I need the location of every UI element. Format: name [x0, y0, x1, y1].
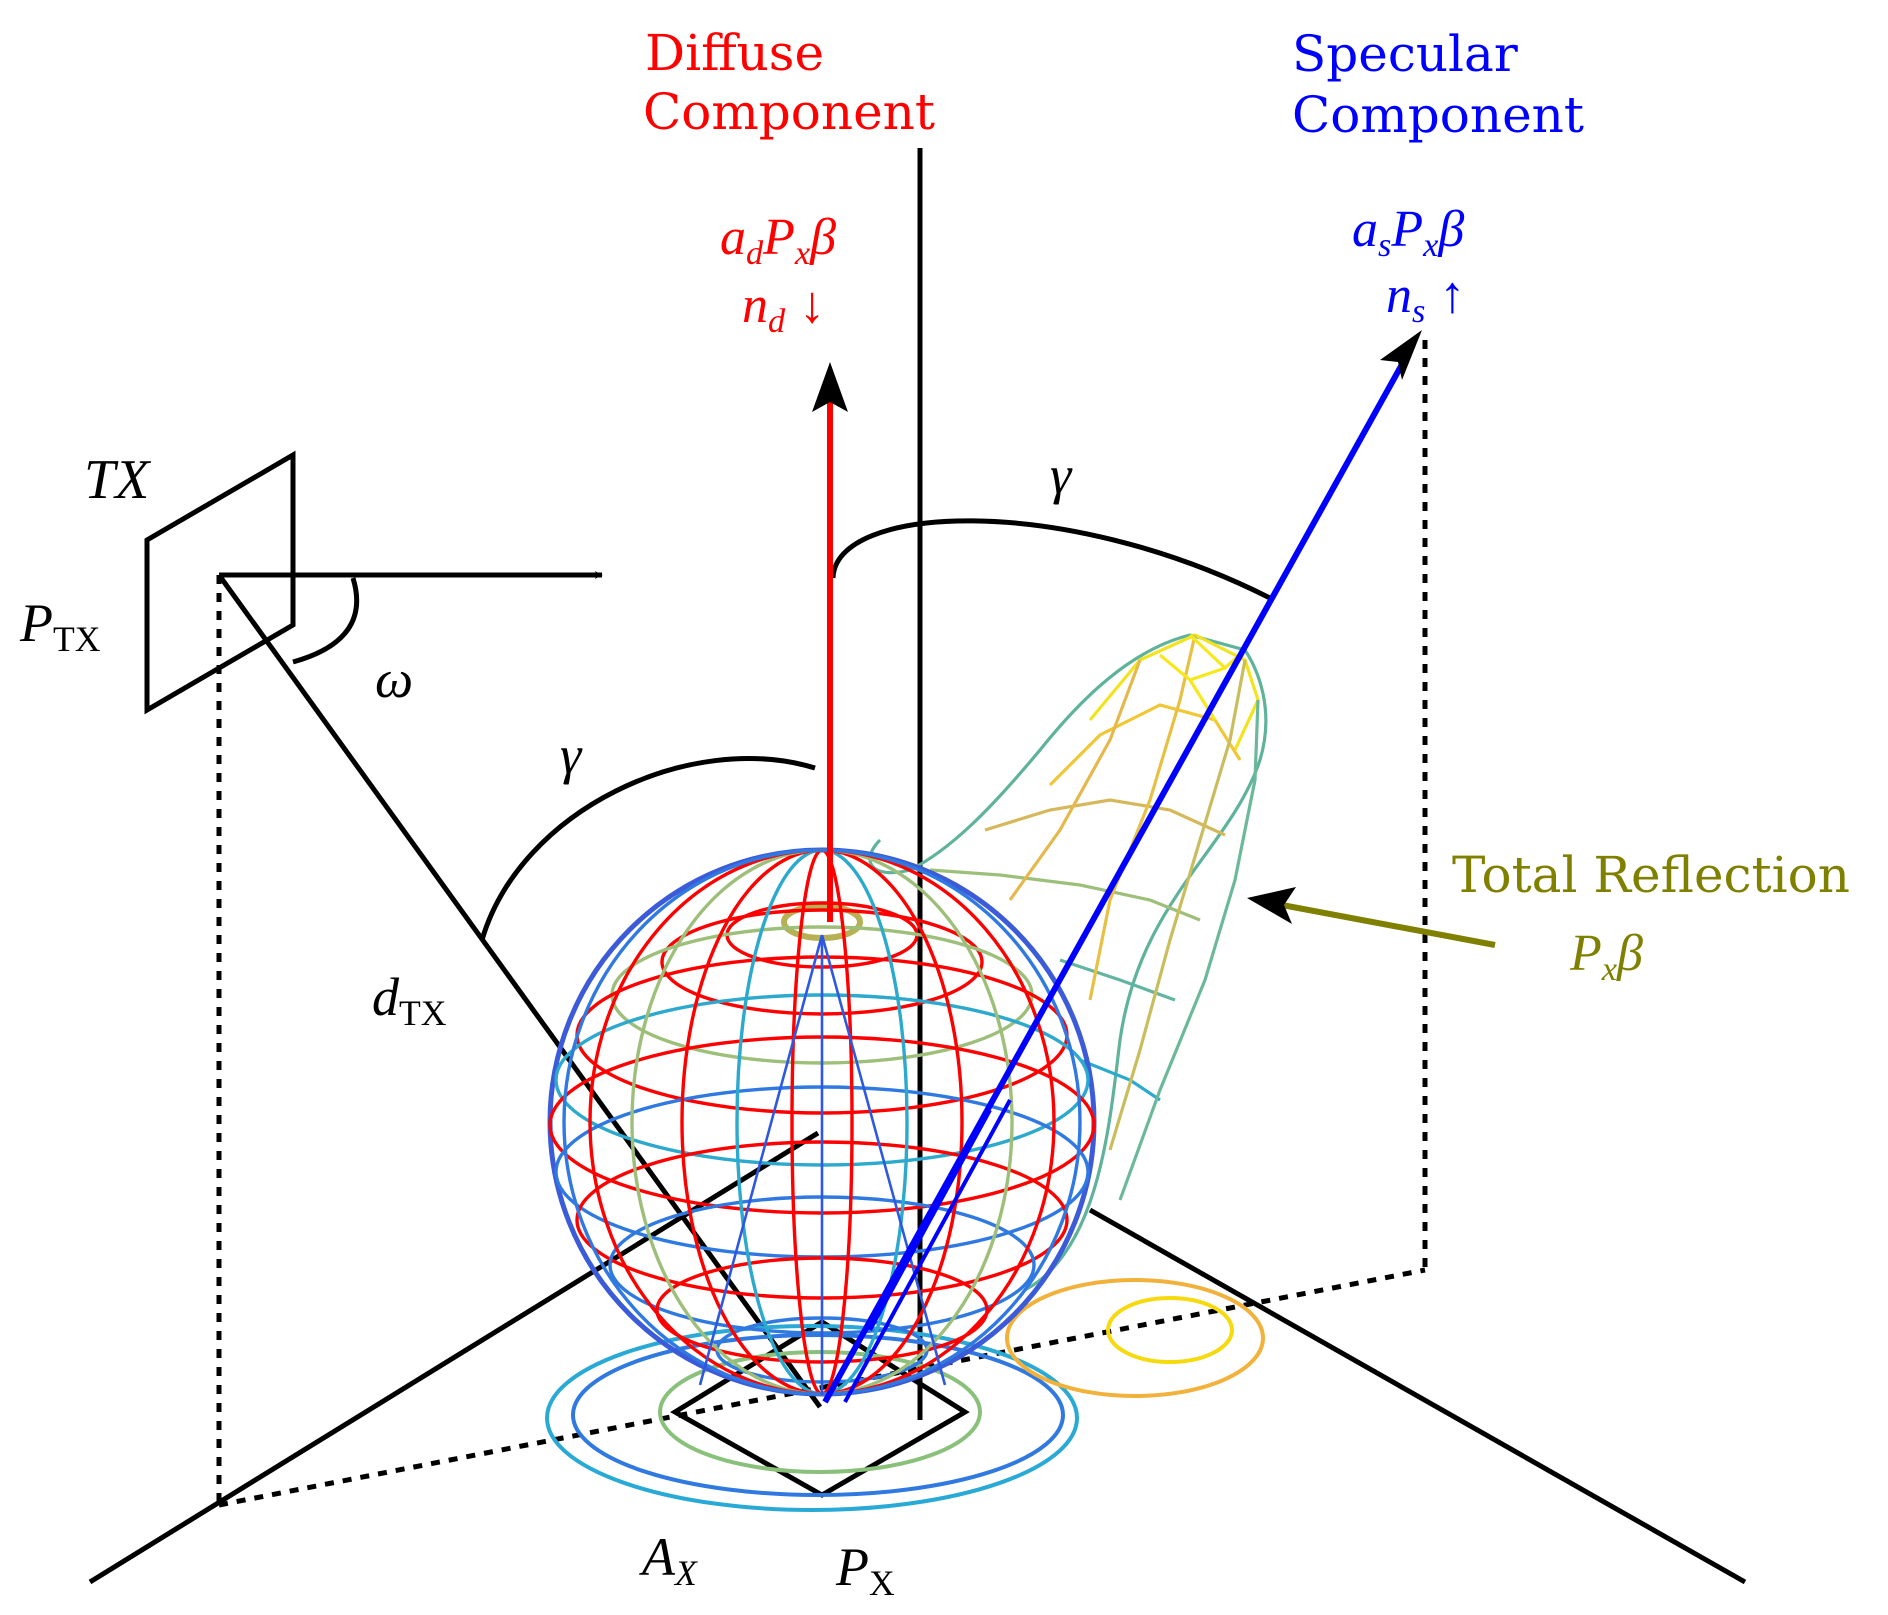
specular-ray-2 [843, 1099, 1012, 1403]
total-reflection-pointer-line [1281, 902, 1496, 948]
lobe-rim-3 [984, 798, 1226, 837]
lobe-rim-4 [929, 868, 1201, 922]
lobe-meridian-1 [1088, 634, 1197, 1001]
diffuse-sphere-mesh [547, 847, 1097, 1397]
gamma-upper-label: γ [1050, 445, 1072, 505]
floor-ring-mid [571, 1333, 1065, 1497]
specular-ray-group [822, 330, 1422, 1404]
tx-label: TX [84, 449, 150, 511]
diffuse-decrease-arrow: ↓ [799, 277, 826, 334]
gamma-arc-upper [830, 518, 1272, 601]
total-reflection-title: Total Reflection [1452, 846, 1850, 904]
tx-to-surface-line [216, 573, 823, 1409]
diffuse-ray-group [812, 362, 848, 922]
axis-left-diagonal [88, 1130, 820, 1585]
ptx-label: PTX [20, 593, 101, 659]
floor-ring-lobe [1005, 1278, 1265, 1398]
diffuse-formula: adPxβ [720, 209, 837, 272]
specular-formula: asPxβ [1352, 201, 1465, 264]
specular-arrowhead [1380, 330, 1422, 380]
radial-2 [698, 934, 824, 1386]
lobe-meridian-2 [1108, 659, 1247, 1151]
floor-ring-lobe-inner [1106, 1296, 1234, 1364]
diffuse-title-line2: Component [643, 83, 935, 141]
diffuse-exponent: nd↓ [742, 277, 826, 340]
specular-ray [822, 348, 1413, 1404]
floor-rings [545, 1278, 1265, 1512]
gamma-lower-label: γ [560, 725, 582, 785]
radial-3 [820, 934, 947, 1386]
specular-title-line1: Specular [1292, 25, 1518, 83]
diffuse-title: Diffuse Component [643, 24, 973, 142]
tx-plane [144, 450, 296, 715]
gamma-arcs [479, 518, 1272, 941]
omega-arc [292, 577, 360, 665]
floor-ring-outer [545, 1324, 1079, 1512]
total-reflection-arrowhead [1247, 887, 1296, 924]
floor-ring-inner [658, 1350, 982, 1474]
specular-title-line2: Component [1292, 86, 1584, 144]
specular-ray-3 [868, 1109, 992, 1331]
gamma-arc-lower [479, 756, 816, 941]
specular-increase-arrow: ↑ [1439, 267, 1466, 324]
specular-title: Specular Component [1292, 24, 1584, 146]
px-label: PX [836, 1537, 895, 1603]
axis-right-diagonal [1088, 1207, 1747, 1585]
lobe-rim-2 [1048, 703, 1242, 787]
dtx-label: dTX [372, 967, 447, 1033]
total-reflection-pointer [1247, 887, 1496, 948]
diffuse-arrowhead [812, 362, 848, 412]
sphere-radials [698, 934, 947, 1395]
lobe-meridian-4 [1118, 699, 1260, 1201]
total-reflection-formula: Pxβ [1570, 925, 1643, 988]
omega-label: ω [375, 649, 414, 709]
lobe-meridian-3 [1008, 659, 1142, 901]
specular-lobe-mesh [868, 633, 1268, 1292]
ax-label: AX [642, 1527, 697, 1593]
receiver-area [670, 1319, 970, 1498]
specular-exponent: ns↑ [1386, 267, 1466, 330]
lobe-top-rim [1088, 633, 1260, 751]
diffuse-title-line1: Diffuse [645, 24, 825, 82]
